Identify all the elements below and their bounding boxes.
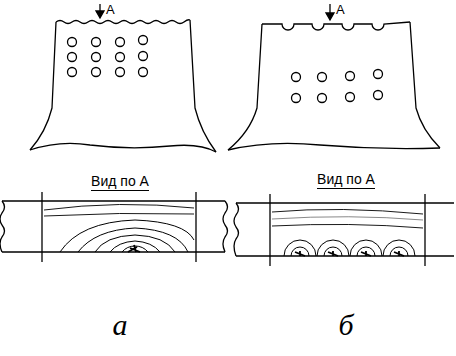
figure-letter: а: [113, 310, 128, 340]
view-title: Вид по А: [91, 174, 149, 191]
view-arrow-label: A: [336, 3, 345, 16]
view-arrow-label: A: [106, 3, 115, 16]
figure-letter: б: [338, 310, 353, 340]
view-title: Вид по А: [317, 172, 375, 189]
